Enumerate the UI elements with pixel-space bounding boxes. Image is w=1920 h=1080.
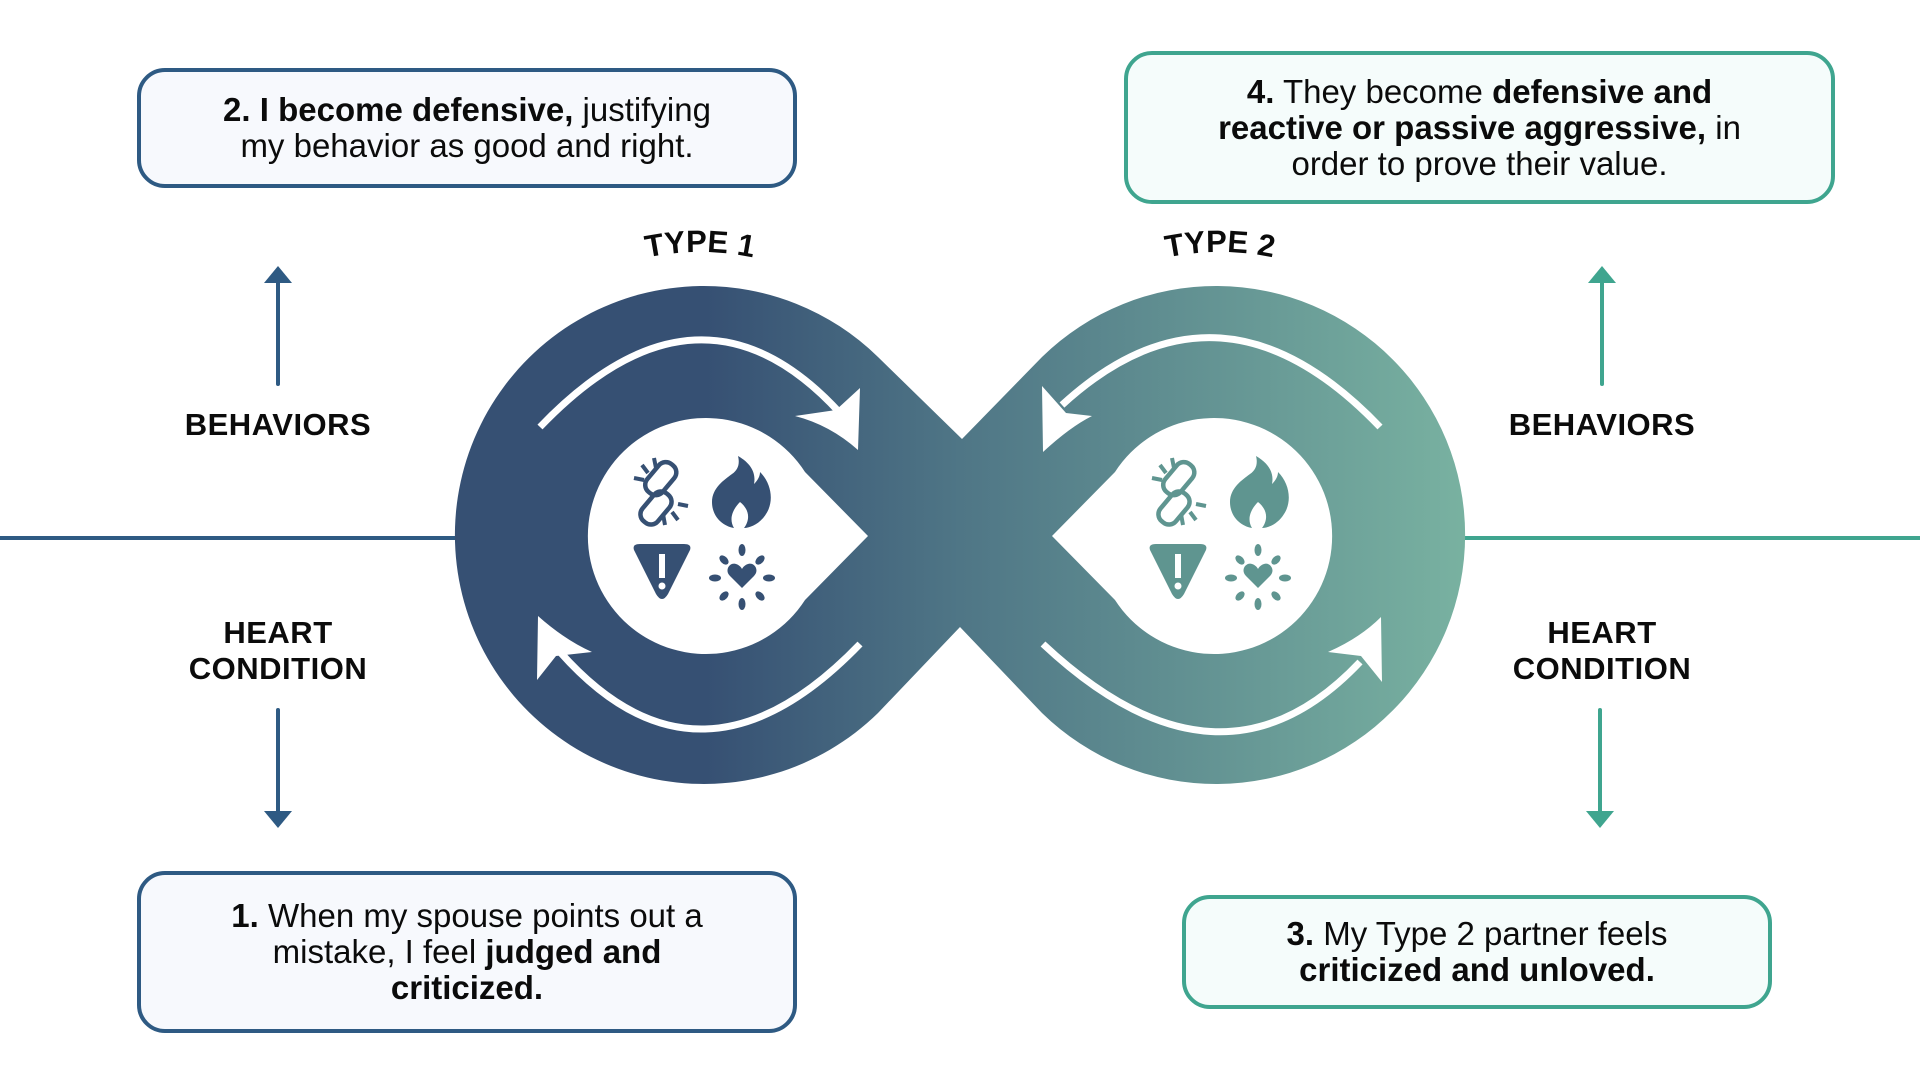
cycle-arrowhead-top-left — [795, 388, 860, 450]
fire-icon — [1230, 456, 1289, 528]
step-4-text: 4. They become defensive and reactive or… — [1190, 72, 1770, 182]
burst-heart-icon — [709, 544, 775, 610]
behaviors-arrow-left — [264, 266, 292, 386]
step-post: in order to prove their value. — [1291, 108, 1741, 182]
heart-label-line2: CONDITION — [1512, 651, 1692, 686]
type1-label: TYPE 1 — [642, 224, 758, 264]
step-bold: defensive and reactive or passive aggres… — [1218, 72, 1713, 146]
heart-label-line2: CONDITION — [188, 651, 368, 686]
step-2-box: 2. I become defensive, justifying my beh… — [137, 68, 797, 188]
broken-link-icon — [633, 457, 689, 527]
step-2-text: 2. I become defensive, justifying my beh… — [197, 92, 737, 164]
step-1-text: 1. When my spouse points out a mistake, … — [207, 898, 727, 1006]
step-4-box: 4. They become defensive and reactive or… — [1124, 51, 1835, 204]
heart-condition-label-right: HEART CONDITION — [1472, 615, 1732, 687]
heart-label-line1: HEART — [223, 615, 333, 650]
cycle-arrowhead-bottom-right — [1328, 617, 1382, 682]
cycle-arrowhead-bottom-left — [537, 616, 592, 680]
behaviors-label-right: BEHAVIORS — [1508, 407, 1696, 442]
burst-heart-icon — [1225, 544, 1291, 610]
step-number: 1. — [231, 897, 259, 934]
step-post: justifying my behavior as good and right… — [240, 91, 711, 164]
behaviors-arrow-right — [1588, 266, 1616, 386]
step-pre: My Type 2 partner feels — [1314, 915, 1668, 952]
heart-arrow-left — [264, 708, 292, 828]
cycle-arrows-type2 — [1040, 334, 1383, 736]
infinity-loop — [454, 285, 1466, 784]
broken-link-icon — [1151, 457, 1207, 527]
warning-icon — [633, 544, 691, 599]
behaviors-label-left: BEHAVIORS — [184, 407, 372, 442]
step-bold: criticized and unloved. — [1299, 951, 1655, 988]
cycle-arrowhead-top-right — [1042, 386, 1092, 452]
cycle-arrow-top-right — [1059, 334, 1383, 430]
step-number: 3. — [1286, 915, 1315, 952]
fire-icon — [712, 456, 771, 528]
icons-type1 — [633, 456, 775, 610]
warning-icon — [1149, 544, 1207, 599]
step-bold: judged and criticized. — [390, 933, 662, 1006]
heart-condition-label-left: HEART CONDITION — [148, 615, 408, 687]
step-pre: When my spouse points out a mistake, I f… — [258, 897, 703, 970]
step-3-box: 3. My Type 2 partner feels criticized an… — [1182, 895, 1772, 1009]
cycle-arrow-top-left — [537, 336, 843, 430]
cycle-arrow-bottom-right — [1040, 641, 1363, 736]
cycle-arrow-bottom-left — [557, 641, 863, 733]
icons-type2 — [1149, 456, 1291, 610]
cycle-arrows-type1 — [537, 336, 863, 733]
type2-label: TYPE 2 — [1162, 224, 1278, 264]
step-bold: I become defensive, — [250, 91, 574, 128]
heart-arrow-right — [1586, 708, 1614, 828]
step-1-box: 1. When my spouse points out a mistake, … — [137, 871, 797, 1033]
step-number: 2. — [223, 91, 251, 128]
step-pre: They become — [1274, 72, 1493, 110]
step-number: 4. — [1246, 72, 1275, 110]
step-3-text: 3. My Type 2 partner feels criticized an… — [1247, 916, 1707, 988]
heart-label-line1: HEART — [1547, 615, 1657, 650]
